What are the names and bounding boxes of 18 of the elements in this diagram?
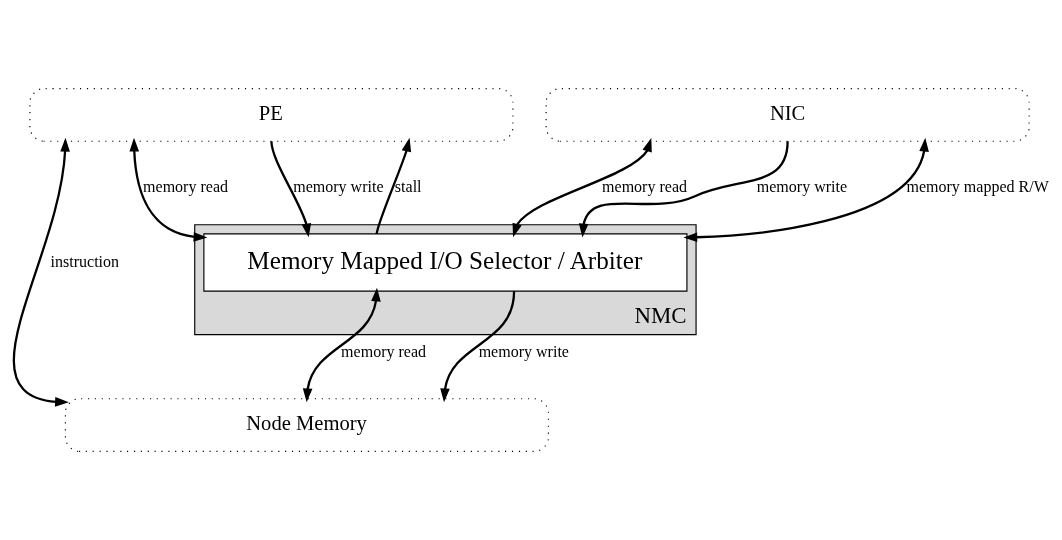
edge-label: memory read xyxy=(143,177,229,195)
arrow xyxy=(12,137,70,407)
edge-label: memory read xyxy=(341,342,427,360)
arrow xyxy=(440,291,516,403)
arrow xyxy=(375,137,412,235)
edge-label: instruction xyxy=(50,252,120,270)
edge-label: memory write xyxy=(756,177,848,195)
edge-label: memory mapped R/W xyxy=(906,177,1049,195)
arrow xyxy=(129,137,208,242)
arrow xyxy=(578,141,789,238)
arrow xyxy=(683,137,929,243)
edge-label: memory write xyxy=(478,342,569,360)
edge-label: memory write xyxy=(293,177,384,195)
arrow xyxy=(512,137,652,238)
edge-label: memory read xyxy=(602,177,688,195)
edge-label: stall xyxy=(394,177,422,195)
arrow xyxy=(302,287,381,403)
arrow xyxy=(270,141,312,238)
